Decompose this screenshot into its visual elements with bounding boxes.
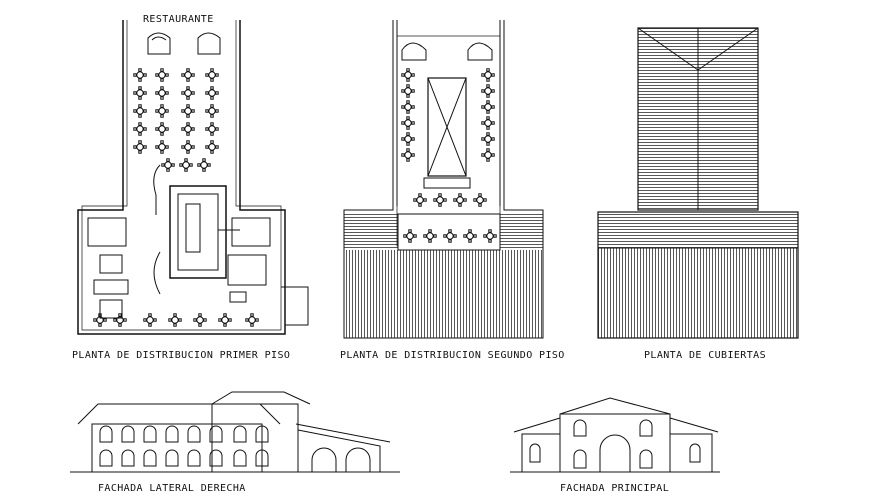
table-symbol <box>136 107 144 115</box>
window-symbol <box>233 449 247 467</box>
table-symbol <box>404 151 412 159</box>
table-symbol <box>484 151 492 159</box>
table-symbol <box>158 71 166 79</box>
table-symbol <box>171 316 179 324</box>
window-symbol <box>255 449 269 467</box>
table-symbol <box>466 232 474 240</box>
table-symbol <box>158 125 166 133</box>
caption-side-elevation: FACHADA LATERAL DERECHA <box>98 483 246 494</box>
second-floor-plan <box>343 20 544 339</box>
window-symbol <box>209 449 223 467</box>
window-symbol <box>99 449 113 467</box>
table-symbol <box>182 161 190 169</box>
table-symbol <box>208 89 216 97</box>
table-symbol <box>484 71 492 79</box>
table-symbol <box>136 143 144 151</box>
window-symbol <box>573 449 587 469</box>
table-symbol <box>436 196 444 204</box>
table-symbol <box>476 196 484 204</box>
caption-roof: PLANTA DE CUBIERTAS <box>644 350 766 361</box>
table-symbol <box>184 89 192 97</box>
table-symbol <box>404 71 412 79</box>
table-symbol <box>484 87 492 95</box>
table-symbol <box>484 135 492 143</box>
window-symbol <box>187 449 201 467</box>
table-symbol <box>404 87 412 95</box>
table-symbol <box>184 125 192 133</box>
table-symbol <box>208 143 216 151</box>
table-symbol <box>404 103 412 111</box>
table-symbol <box>406 232 414 240</box>
table-symbol <box>426 232 434 240</box>
window-symbol <box>143 425 157 443</box>
window-symbol <box>639 449 653 469</box>
table-symbol <box>136 125 144 133</box>
table-symbol <box>208 125 216 133</box>
window-symbol <box>121 425 135 443</box>
caption-first-floor: PLANTA DE DISTRIBUCION PRIMER PISO <box>72 350 291 361</box>
first-floor-plan <box>77 20 309 335</box>
table-symbol <box>404 119 412 127</box>
window-symbol <box>209 425 223 443</box>
table-symbol <box>184 143 192 151</box>
table-symbol <box>158 143 166 151</box>
table-symbol <box>456 196 464 204</box>
table-symbol <box>248 316 256 324</box>
table-symbol <box>200 161 208 169</box>
window-symbol <box>165 449 179 467</box>
table-symbol <box>184 107 192 115</box>
caption-second-floor: PLANTA DE DISTRIBUCION SEGUNDO PISO <box>340 350 565 361</box>
window-symbol <box>165 425 179 443</box>
table-symbol <box>136 89 144 97</box>
window-symbol <box>639 419 653 437</box>
table-symbol <box>146 316 154 324</box>
table-symbol <box>136 71 144 79</box>
roof-plan <box>597 27 799 339</box>
window-symbol <box>689 443 701 463</box>
table-symbol <box>484 119 492 127</box>
table-symbol <box>164 161 172 169</box>
table-symbol <box>416 196 424 204</box>
window-symbol <box>121 449 135 467</box>
table-symbol <box>208 71 216 79</box>
window-symbol <box>143 449 157 467</box>
table-symbol <box>158 107 166 115</box>
table-symbol <box>116 316 124 324</box>
table-symbol <box>486 232 494 240</box>
table-symbol <box>196 316 204 324</box>
window-symbol <box>255 425 269 443</box>
drawing-title: RESTAURANTE <box>143 14 214 25</box>
table-symbol <box>446 232 454 240</box>
window-symbol <box>99 425 113 443</box>
table-symbol <box>96 316 104 324</box>
window-symbol <box>573 419 587 437</box>
window-symbol <box>233 425 247 443</box>
table-symbol <box>184 71 192 79</box>
table-symbol <box>158 89 166 97</box>
table-symbol <box>221 316 229 324</box>
table-symbol <box>208 107 216 115</box>
table-symbol <box>484 103 492 111</box>
side-elevation <box>70 391 400 473</box>
table-symbol <box>404 135 412 143</box>
front-elevation <box>510 397 720 473</box>
window-symbol <box>529 443 541 463</box>
window-symbol <box>187 425 201 443</box>
caption-front-elevation: FACHADA PRINCIPAL <box>560 483 670 494</box>
